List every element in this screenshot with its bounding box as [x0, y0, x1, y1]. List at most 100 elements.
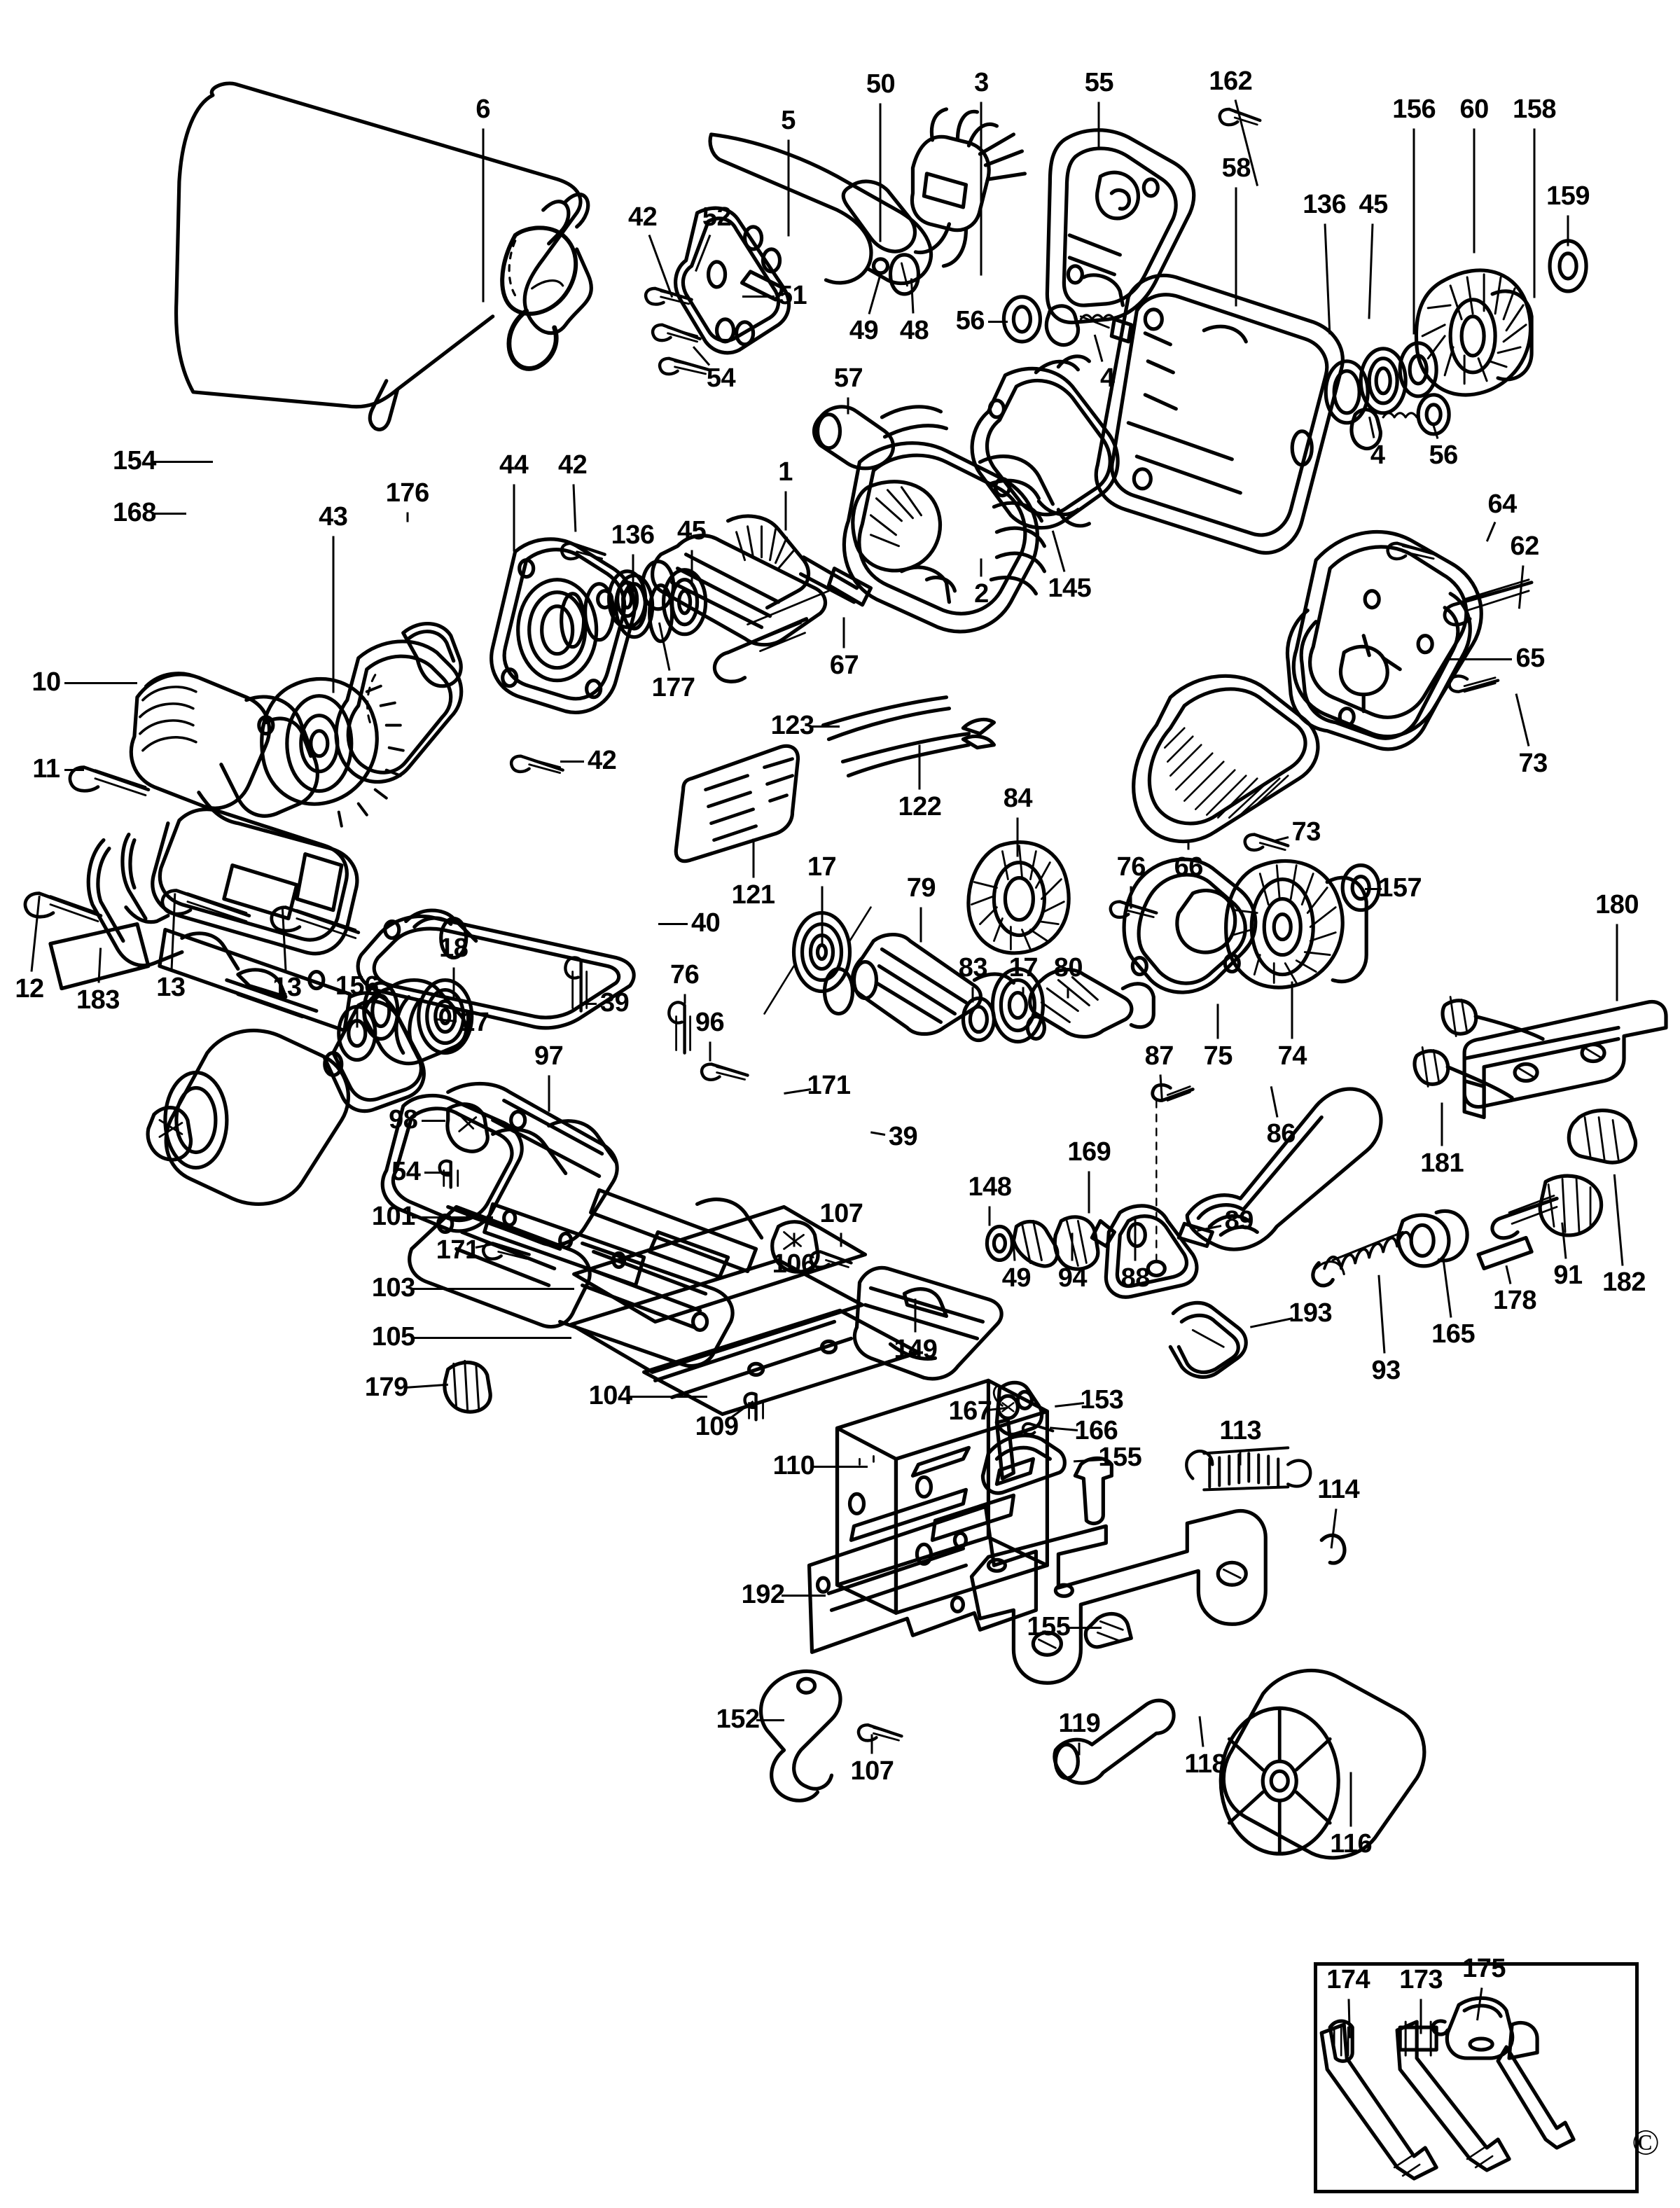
- callout-leader-line: [1067, 987, 1069, 999]
- part-callout-2: 2: [974, 578, 989, 609]
- part-callout-13: 13: [156, 972, 186, 1002]
- part-callout-103: 103: [371, 1273, 415, 1303]
- part-callout-94: 94: [1057, 1263, 1088, 1293]
- callout-leader-line: [411, 1337, 571, 1340]
- part-callout-192: 192: [741, 1580, 785, 1610]
- part-callout-162: 162: [1209, 66, 1253, 96]
- callout-leader-line: [411, 1288, 574, 1291]
- callout-leader-line: [1078, 1742, 1081, 1756]
- part-callout-155: 155: [1098, 1443, 1142, 1473]
- part-callout-157: 157: [1378, 873, 1422, 903]
- part-callout-49: 49: [1001, 1263, 1032, 1293]
- part-callout-87: 87: [1144, 1041, 1174, 1071]
- part-callout-123: 123: [770, 710, 814, 740]
- callout-leader-line: [1446, 658, 1513, 660]
- part-callout-152: 152: [716, 1704, 760, 1735]
- part-callout-173: 173: [1399, 1965, 1443, 1995]
- callout-leader-line: [152, 512, 186, 515]
- part-callout-73: 73: [1291, 817, 1321, 847]
- callout-leader-line: [787, 139, 790, 237]
- part-callout-80: 80: [1053, 952, 1083, 983]
- part-callout-109: 109: [695, 1412, 739, 1442]
- callout-leader-line: [64, 768, 84, 771]
- part-callout-66: 66: [1174, 852, 1204, 882]
- part-callout-105: 105: [371, 1322, 415, 1352]
- part-callout-48: 48: [899, 315, 929, 345]
- part-callout-39: 39: [888, 1122, 918, 1152]
- part-callout-179: 179: [364, 1373, 408, 1403]
- part-callout-156: 156: [1392, 94, 1436, 124]
- part-callout-107: 107: [819, 1199, 863, 1229]
- callout-leader-line: [332, 536, 335, 693]
- part-callout-54: 54: [391, 1157, 421, 1187]
- part-callout-56: 56: [1429, 440, 1459, 470]
- copyright-icon: ©: [1632, 2123, 1660, 2163]
- callout-leader-line: [1097, 102, 1100, 150]
- callout-leader-line: [1235, 187, 1237, 307]
- callout-leader-line: [980, 102, 983, 276]
- part-callout-155: 155: [1027, 1612, 1071, 1642]
- part-callout-49: 49: [849, 315, 879, 345]
- part-callout-158: 158: [1513, 94, 1557, 124]
- callout-leader-line: [742, 295, 775, 298]
- part-callout-154: 154: [112, 445, 156, 475]
- part-callout-177: 177: [651, 672, 695, 702]
- callout-leader-line: [452, 967, 455, 1000]
- part-callout-176: 176: [385, 478, 429, 508]
- callout-leader-line: [1239, 1450, 1242, 1466]
- part-callout-116: 116: [1330, 1829, 1373, 1859]
- callout-leader-line: [513, 484, 515, 552]
- part-callout-42: 42: [627, 202, 658, 232]
- callout-leader-line: [1071, 1233, 1074, 1261]
- part-callout-51: 51: [777, 280, 807, 310]
- callout-leader-line: [406, 512, 409, 522]
- callout-leader-line: [1419, 1999, 1422, 2034]
- part-callout-119: 119: [1058, 1709, 1101, 1739]
- part-callout-42: 42: [558, 450, 588, 480]
- service-kit-border: [1314, 1962, 1639, 2193]
- part-callout-165: 165: [1431, 1319, 1476, 1349]
- part-callout-4: 4: [1100, 363, 1115, 393]
- callout-leader-line: [988, 320, 1008, 323]
- callout-leader-line: [1016, 817, 1019, 857]
- callout-leader-line: [1187, 841, 1190, 850]
- part-callout-62: 62: [1510, 531, 1539, 561]
- part-callout-183: 183: [76, 985, 120, 1015]
- callout-leader-line: [971, 987, 974, 1003]
- part-callout-42: 42: [588, 745, 617, 775]
- callout-leader-line: [709, 1041, 711, 1061]
- part-callout-50: 50: [866, 69, 896, 99]
- part-callout-17: 17: [1008, 952, 1039, 983]
- part-callout-76: 76: [1116, 852, 1146, 882]
- part-callout-52: 52: [702, 202, 732, 232]
- callout-leader-line: [628, 1396, 707, 1398]
- part-callout-98: 98: [389, 1105, 418, 1135]
- callout-leader-line: [821, 886, 823, 947]
- part-callout-57: 57: [833, 363, 863, 393]
- part-callout-113: 113: [1219, 1416, 1262, 1446]
- callout-leader-line: [980, 558, 983, 577]
- part-callout-101: 101: [371, 1202, 415, 1232]
- callout-leader-line: [1088, 1171, 1090, 1214]
- part-callout-107: 107: [850, 1756, 894, 1786]
- callout-leader-line: [581, 1002, 597, 1005]
- part-callout-65: 65: [1515, 643, 1545, 673]
- part-callout-73: 73: [1518, 748, 1548, 778]
- callout-leader-line: [1130, 886, 1132, 909]
- part-callout-64: 64: [1487, 489, 1517, 519]
- callout-leader-line: [632, 554, 634, 592]
- part-callout-193: 193: [1289, 1298, 1333, 1328]
- part-callout-136: 136: [1303, 189, 1347, 219]
- part-callout-118: 118: [1184, 1749, 1227, 1779]
- part-callout-5: 5: [781, 105, 796, 135]
- part-callout-169: 169: [1067, 1137, 1111, 1167]
- part-callout-171: 171: [436, 1235, 480, 1265]
- callout-leader-line: [1567, 215, 1569, 247]
- part-callout-121: 121: [731, 880, 775, 910]
- part-callout-17: 17: [460, 1007, 490, 1037]
- callout-leader-line: [756, 1719, 784, 1722]
- callout-leader-line: [810, 725, 840, 728]
- callout-leader-line: [1349, 1772, 1352, 1827]
